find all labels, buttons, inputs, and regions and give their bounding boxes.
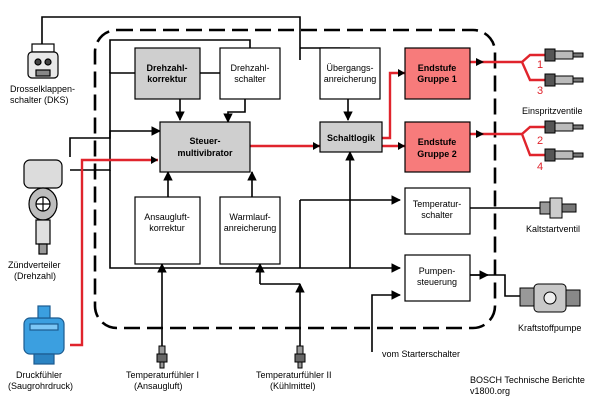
tempschalter-l1: Temperatur- — [413, 199, 462, 209]
endstufe2-l1: Endstufe — [418, 137, 457, 147]
credit-l2: v1800.org — [470, 386, 510, 396]
dks-label-l1: Drosselklappen- — [10, 84, 75, 94]
block-multivibrator — [159, 121, 251, 173]
temp2-label-l1: Temperaturfühler II — [256, 370, 332, 380]
zuend-label-l2: (Drehzahl) — [14, 271, 56, 281]
red-arrowheads — [151, 58, 484, 164]
endstufe1-l1: Endstufe — [418, 63, 457, 73]
black-wires — [41, 16, 540, 352]
injector-number-4: 4 — [537, 161, 543, 173]
block-schaltlogik — [319, 121, 383, 153]
ansaugluft-l2: korrektur — [149, 223, 185, 233]
multivibrator-l1: Steuer- — [189, 136, 220, 146]
injector-number-2: 2 — [537, 135, 543, 147]
block-drehzahlkorrektur — [134, 47, 201, 100]
tempschalter-l2: schalter — [421, 210, 453, 220]
endstufe2-l2: Gruppe 2 — [417, 149, 457, 159]
injector-4-icon — [544, 148, 584, 162]
einspritz-label: Einspritzventile — [522, 106, 583, 116]
component-labels: Drosselklappen- schalter (DKS) Zündverte… — [8, 84, 585, 396]
block-ansaugluft — [134, 196, 201, 265]
uebergang-l1: Übergangs- — [326, 63, 373, 73]
temp2-label-l2: (Kühlmittel) — [270, 381, 316, 391]
injector-number-3: 3 — [537, 85, 543, 97]
block-tempschalter — [404, 187, 471, 235]
temp1-label-l1: Temperaturfühler I — [126, 370, 199, 380]
block-pumpen — [404, 254, 471, 302]
block-endstufe1 — [404, 47, 471, 100]
injector-icons — [544, 48, 584, 162]
druck-label-l1: Druckfühler — [16, 370, 62, 380]
cold-start-valve-icon — [539, 197, 577, 219]
injector-2-icon — [544, 120, 584, 134]
temp-sensor-1-icon — [156, 345, 168, 369]
credit-l1: BOSCH Technische Berichte — [470, 375, 585, 385]
warmlauf-l1: Warmlauf- — [229, 212, 270, 222]
multivibrator-l2: multivibrator — [177, 148, 233, 158]
injector-numbers: 1 3 2 4 — [537, 59, 543, 173]
endstufe1-l2: Gruppe 1 — [417, 74, 457, 84]
throttle-switch-icon — [27, 43, 59, 79]
dks-label-l2: schalter (DKS) — [10, 95, 69, 105]
kaltstart-label: Kaltstartventil — [526, 224, 580, 234]
ansaugluft-l1: Ansaugluft- — [144, 212, 190, 222]
block-warmlauf — [219, 196, 281, 265]
block-endstufe2 — [404, 121, 471, 173]
block-labels: Drehzahl- korrektur Drehzahl- schalter Ü… — [144, 63, 461, 287]
zuend-label-l1: Zündverteiler — [8, 260, 61, 270]
injector-1-icon — [544, 48, 584, 62]
schaltlogik-label: Schaltlogik — [327, 133, 376, 143]
temp-sensor-2-icon — [294, 345, 306, 369]
warmlauf-l2: anreicherung — [224, 223, 277, 233]
injector-number-1: 1 — [537, 59, 543, 71]
kraftstoff-label: Kraftstoffpumpe — [518, 323, 581, 333]
drehzahlkorrektur-l2: korrektur — [147, 74, 187, 84]
temp1-label-l2: (Ansaugluft) — [134, 381, 183, 391]
pumpen-l1: Pumpen- — [419, 266, 456, 276]
control-unit-boundary — [93, 28, 497, 330]
starter-label: vom Starterschalter — [382, 349, 460, 359]
drehzahlkorrektur-l1: Drehzahl- — [146, 63, 187, 73]
distributor-icon — [23, 159, 63, 255]
blocks — [134, 47, 471, 302]
block-drehzahlschalter — [219, 47, 281, 100]
druck-label-l2: (Saugrohrdruck) — [8, 381, 73, 391]
fuel-pump-icon — [519, 283, 581, 313]
drehzahlschalter-l2: schalter — [234, 74, 266, 84]
injector-3-icon — [544, 73, 584, 87]
pressure-sensor-icon — [23, 305, 65, 365]
block-uebergang — [319, 47, 381, 100]
drehzahlschalter-l1: Drehzahl- — [230, 63, 269, 73]
pumpen-l2: steuerung — [417, 277, 457, 287]
uebergang-l2: anreicherung — [324, 74, 377, 84]
